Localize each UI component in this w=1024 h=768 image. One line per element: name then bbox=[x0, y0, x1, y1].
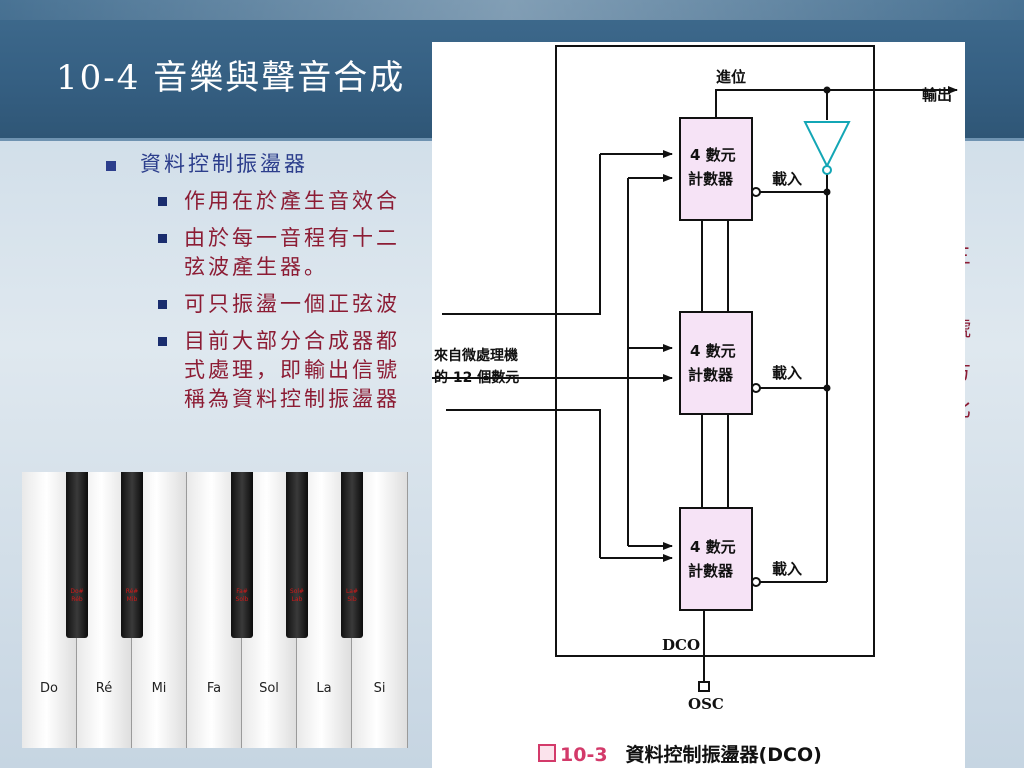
bullet-main-text: 資料控制振盪器 bbox=[140, 152, 308, 176]
dco-enclosure bbox=[555, 45, 875, 657]
white-key-label: Sol bbox=[259, 681, 279, 696]
white-key-label: Fa bbox=[206, 681, 222, 696]
counter-top-line1: 4 數元 bbox=[690, 146, 736, 164]
osc-pin bbox=[698, 681, 710, 692]
inverter-bubble bbox=[822, 165, 832, 175]
black-key-label: La#Sib bbox=[341, 588, 363, 604]
figure-marker-icon bbox=[538, 744, 556, 762]
black-key-label: Do#Réb bbox=[66, 588, 88, 604]
counter-box-middle bbox=[679, 311, 753, 415]
black-key-label-bottom: Réb bbox=[71, 596, 83, 603]
bullet-sub-4: 目前大部分合成器都式處理，即輸出信號稱為資料控制振盪器 bbox=[156, 327, 1004, 414]
black-key-label-bottom: Solb bbox=[235, 596, 249, 603]
white-key-label: Ré bbox=[95, 681, 113, 696]
white-key-label: La bbox=[316, 681, 332, 696]
black-key: Do#Réb bbox=[66, 472, 88, 638]
load-bubble-bottom bbox=[751, 577, 761, 587]
junction-dot bbox=[823, 86, 831, 94]
counter-middle-line1: 4 數元 bbox=[690, 342, 736, 360]
figure-caption-text: 資料控制振盪器(DCO) bbox=[625, 744, 822, 766]
input-label-line2: 的 12 個數元 bbox=[434, 369, 519, 386]
black-key: Ré#Mib bbox=[121, 472, 143, 638]
black-key-label-bottom: Mib bbox=[126, 596, 138, 603]
black-key-label: Fa#Solb bbox=[231, 588, 253, 604]
black-key-label: Sol#Lab bbox=[286, 588, 308, 604]
black-key-label: Ré#Mib bbox=[121, 588, 143, 604]
black-key: La#Sib bbox=[341, 472, 363, 638]
figure-caption: 10-3 資料控制振盪器(DCO) bbox=[538, 740, 822, 767]
bullet-main: 資料控制振盪器 bbox=[104, 150, 1004, 179]
white-key-label: Si bbox=[373, 681, 386, 696]
counter-box-bottom bbox=[679, 507, 753, 611]
bullet-sub-1: 作用在於產生音效合 bbox=[156, 187, 1004, 216]
dco-figure: 進位 輸出 4 數元 計數器 4 數元 計數器 4 數元 計數器 載入 載入 載… bbox=[432, 42, 965, 768]
white-key-label: Do bbox=[40, 681, 58, 696]
bullet-sub-2-line1: 由於每一音程有十二 bbox=[184, 226, 400, 250]
counter-middle-line2: 計數器 bbox=[688, 366, 734, 384]
title-bar-highlight bbox=[0, 0, 1024, 20]
bullet-sub-4-line3: 稱為資料控制振盪器 bbox=[184, 387, 400, 411]
label-carry: 進位 bbox=[716, 68, 746, 86]
junction-dot bbox=[823, 188, 831, 196]
black-key-label-top: Ré# bbox=[125, 588, 139, 595]
counter-bottom-line2: 計數器 bbox=[688, 562, 734, 580]
bullet-sub-4-line1: 目前大部分合成器都 bbox=[184, 329, 400, 353]
black-key-label-top: Fa# bbox=[236, 588, 248, 595]
black-key-label-bottom: Lab bbox=[291, 596, 303, 603]
slide-body: 資料控制振盪器 作用在於產生音效合 由於每一音程有十二弦波產生器。 可只振盪一個… bbox=[104, 150, 1004, 422]
bullet-sub-3: 可只振盪一個正弦波 bbox=[156, 290, 1004, 319]
counter-bottom-line1: 4 數元 bbox=[690, 538, 736, 556]
label-dco: DCO bbox=[662, 636, 700, 654]
black-key-label-bottom: Sib bbox=[347, 596, 357, 603]
junction-dot bbox=[823, 384, 831, 392]
figure-number: 10-3 bbox=[560, 744, 608, 766]
black-key-label-top: Sol# bbox=[289, 588, 305, 595]
load-label-top: 載入 bbox=[772, 170, 802, 188]
input-label-line1: 來自微處理機 bbox=[434, 347, 518, 364]
label-output: 輸出 bbox=[922, 86, 952, 104]
bullet-sub-4-line2: 式處理，即輸出信號 bbox=[184, 358, 400, 382]
label-osc: OSC bbox=[688, 695, 724, 713]
bullet-sub-2: 由於每一音程有十二弦波產生器。 bbox=[156, 224, 1004, 282]
black-key-label-top: Do# bbox=[70, 588, 84, 595]
bullet-sub-2-line2: 弦波產生器。 bbox=[184, 255, 328, 279]
counter-top-line2: 計數器 bbox=[688, 170, 734, 188]
piano-keyboard-image: Do Ré Mi Fa Sol La Si Do#Réb Ré#Mib Fa#S… bbox=[22, 472, 408, 748]
load-bubble-middle bbox=[751, 383, 761, 393]
white-key-label: Mi bbox=[151, 681, 167, 696]
dco-diagram: 進位 輸出 4 數元 計數器 4 數元 計數器 4 數元 計數器 載入 載入 載… bbox=[432, 45, 958, 713]
slide-title: 10-4 音樂與聲音合成 bbox=[56, 58, 406, 98]
black-key: Fa#Solb bbox=[231, 472, 253, 638]
bullet-sub-1-text: 作用在於產生音效合 bbox=[184, 189, 400, 213]
load-label-middle: 載入 bbox=[772, 364, 802, 382]
bullet-sub-3-text: 可只振盪一個正弦波 bbox=[184, 292, 400, 316]
black-key-label-top: La# bbox=[345, 588, 359, 595]
counter-box-top bbox=[679, 117, 753, 221]
black-key: Sol#Lab bbox=[286, 472, 308, 638]
load-bubble-top bbox=[751, 187, 761, 197]
load-label-bottom: 載入 bbox=[772, 560, 802, 578]
